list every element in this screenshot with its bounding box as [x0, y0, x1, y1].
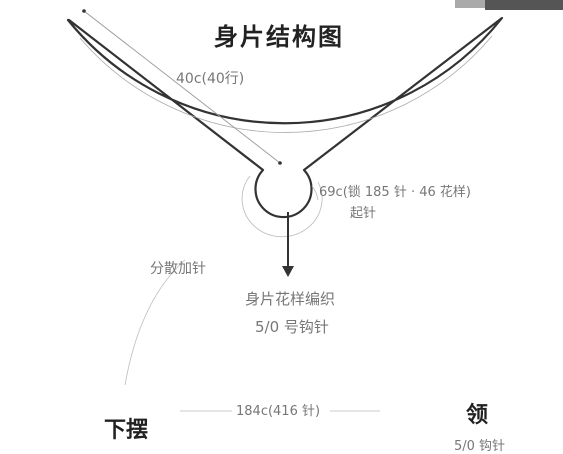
corner-decoration — [485, 0, 563, 10]
neck-sub-label: 起针 — [350, 206, 377, 221]
neck-label-leader — [311, 185, 319, 201]
radius-measure-line — [83, 10, 281, 164]
diagram-title: 身片结构图 — [214, 23, 344, 51]
inner-guide-line — [79, 35, 493, 133]
radius-dot-end — [278, 161, 282, 165]
cut-off-text: 5/0 钩针 — [454, 439, 506, 454]
arrow-head — [282, 266, 294, 277]
radius-label: 40c(40行) — [176, 71, 245, 87]
pattern-label: 身片花样编织 — [245, 290, 336, 308]
hem-label: 下摆 — [104, 418, 149, 443]
increase-leader-line — [124, 259, 186, 386]
hem-length-label: 184c(416 针) — [236, 404, 321, 419]
hook-label: 5/0 号钩针 — [255, 318, 329, 336]
neck-guide-arc — [241, 175, 323, 238]
outer-outline — [66, 16, 504, 219]
increase-label: 分散加针 — [150, 261, 206, 277]
collar-label: 领 — [466, 403, 489, 428]
corner-decoration — [455, 0, 485, 8]
neck-label: 69c(锁 185 针 · 46 花样) — [319, 185, 471, 200]
radius-dot-start — [82, 9, 86, 13]
